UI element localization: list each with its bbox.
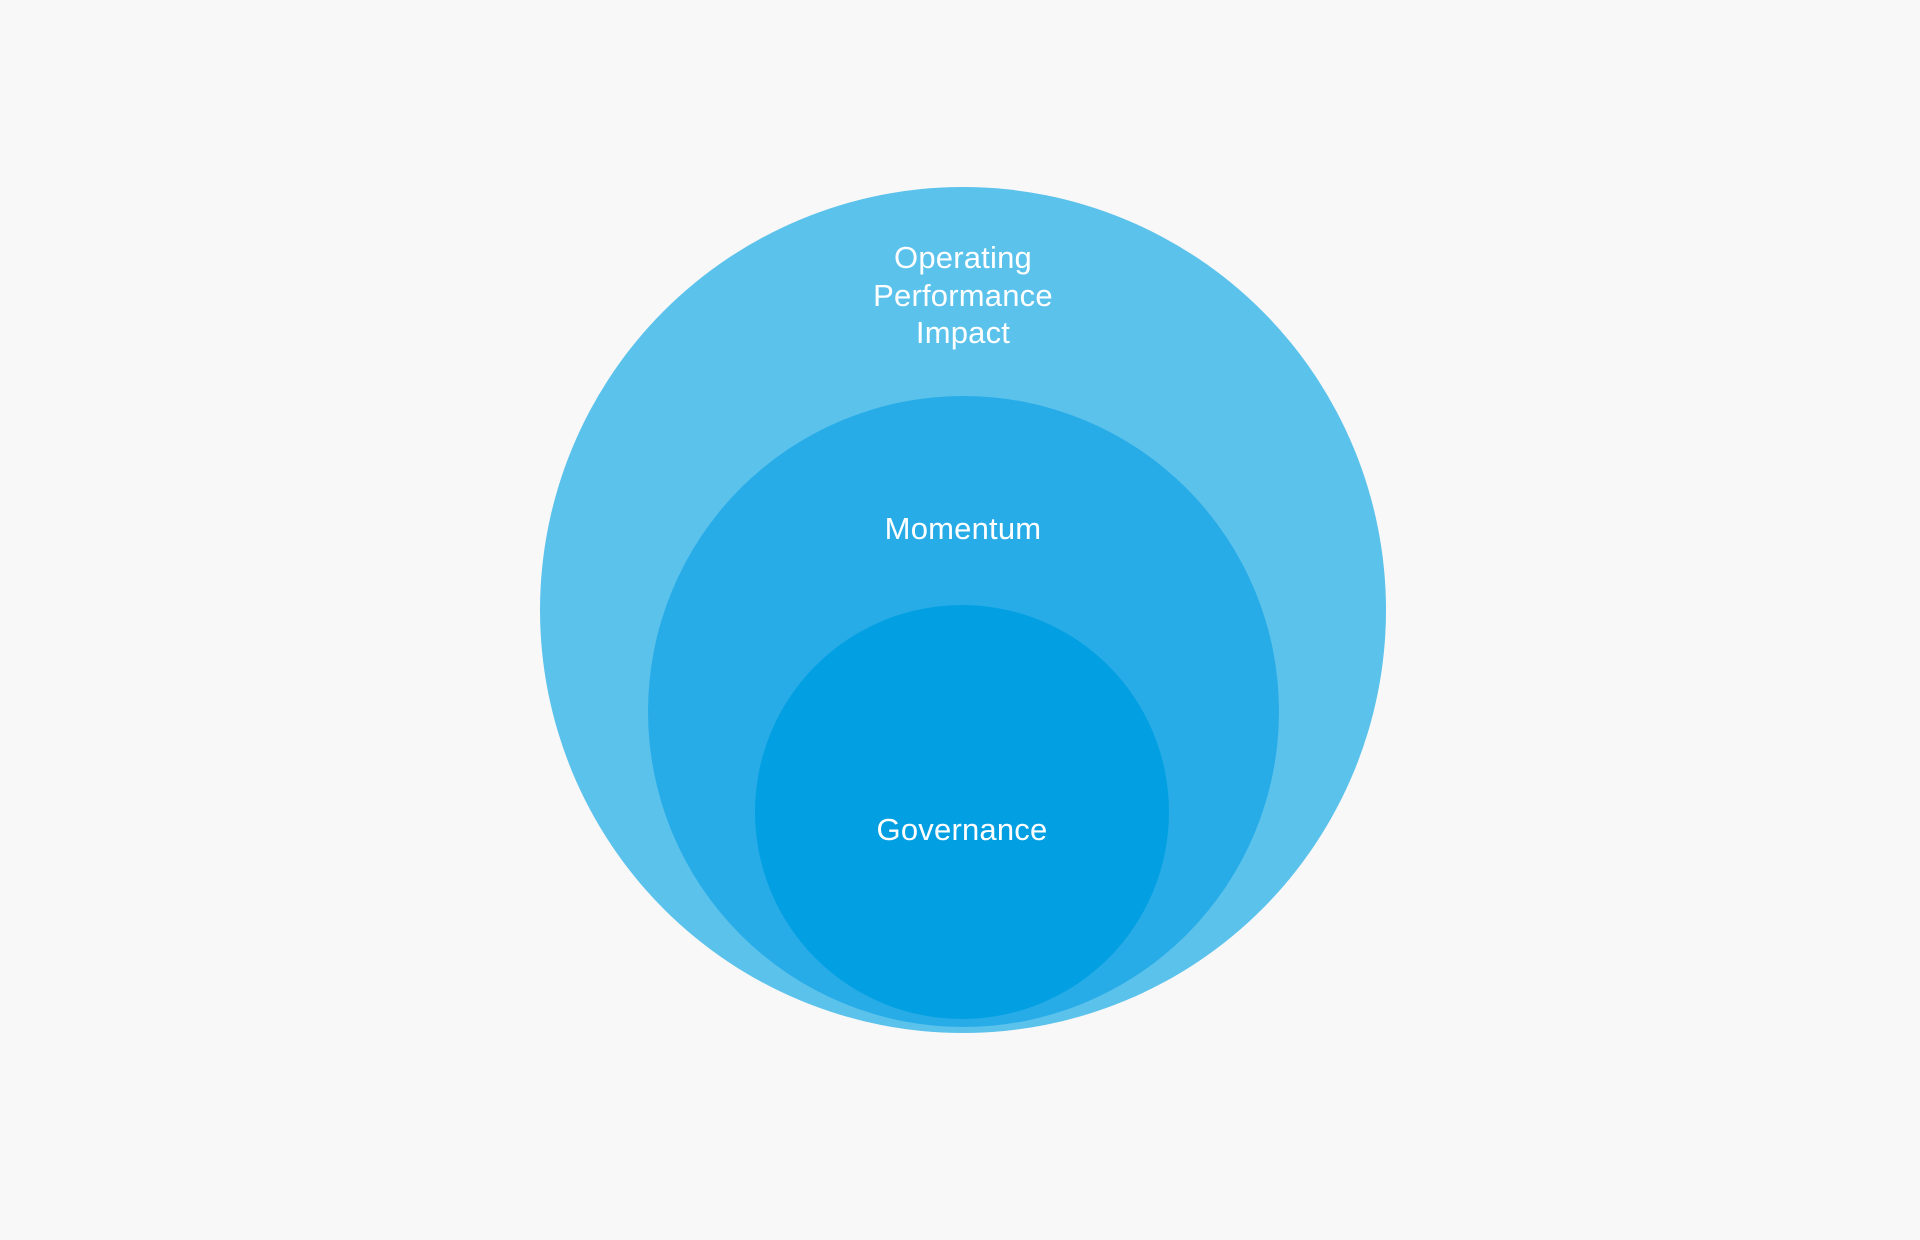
circle-governance[interactable]: Governance (755, 605, 1169, 1019)
circle-label-momentum: Momentum (884, 510, 1042, 546)
circle-label-operating-performance-impact: Operating Performance Impact (873, 240, 1053, 350)
circle-label-governance: Governance (876, 812, 1048, 847)
